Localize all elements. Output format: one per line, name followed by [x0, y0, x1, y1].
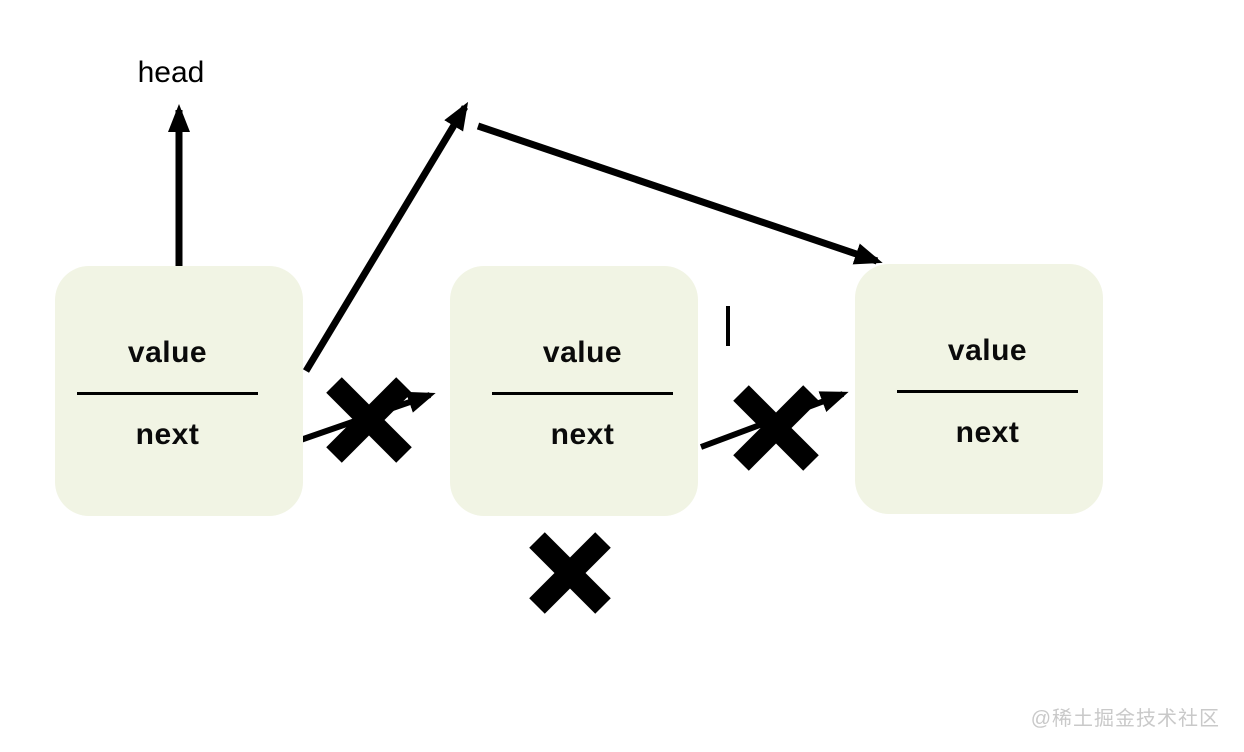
field-divider: [77, 392, 258, 395]
old-next-arrow-2-icon: [699, 391, 849, 450]
next-field-label: next: [955, 416, 1020, 449]
value-field-label: value: [947, 334, 1028, 367]
cross-icon: [326, 377, 412, 463]
cross-icon: [733, 385, 819, 471]
next-field-label: next: [135, 418, 200, 451]
field-divider: [492, 392, 673, 395]
field-divider: [897, 390, 1078, 393]
node-content: value next: [492, 266, 673, 516]
node-content: value next: [897, 264, 1078, 514]
value-field-label: value: [127, 336, 208, 369]
bypass-arrow-down-icon: [476, 122, 883, 265]
next-field-label: next: [550, 418, 615, 451]
node-content: value next: [77, 266, 258, 516]
cross-icon: [529, 532, 611, 614]
list-node-1: value next: [55, 266, 303, 516]
head-label: head: [137, 56, 205, 89]
old-next-arrow-1-icon: [288, 391, 436, 447]
list-node-2: value next: [450, 266, 698, 516]
list-node-3: value next: [855, 264, 1103, 514]
value-field-label: value: [542, 336, 623, 369]
bypass-arrow-up-icon: [303, 101, 469, 373]
watermark: @稀土掘金技术社区: [1030, 708, 1220, 730]
